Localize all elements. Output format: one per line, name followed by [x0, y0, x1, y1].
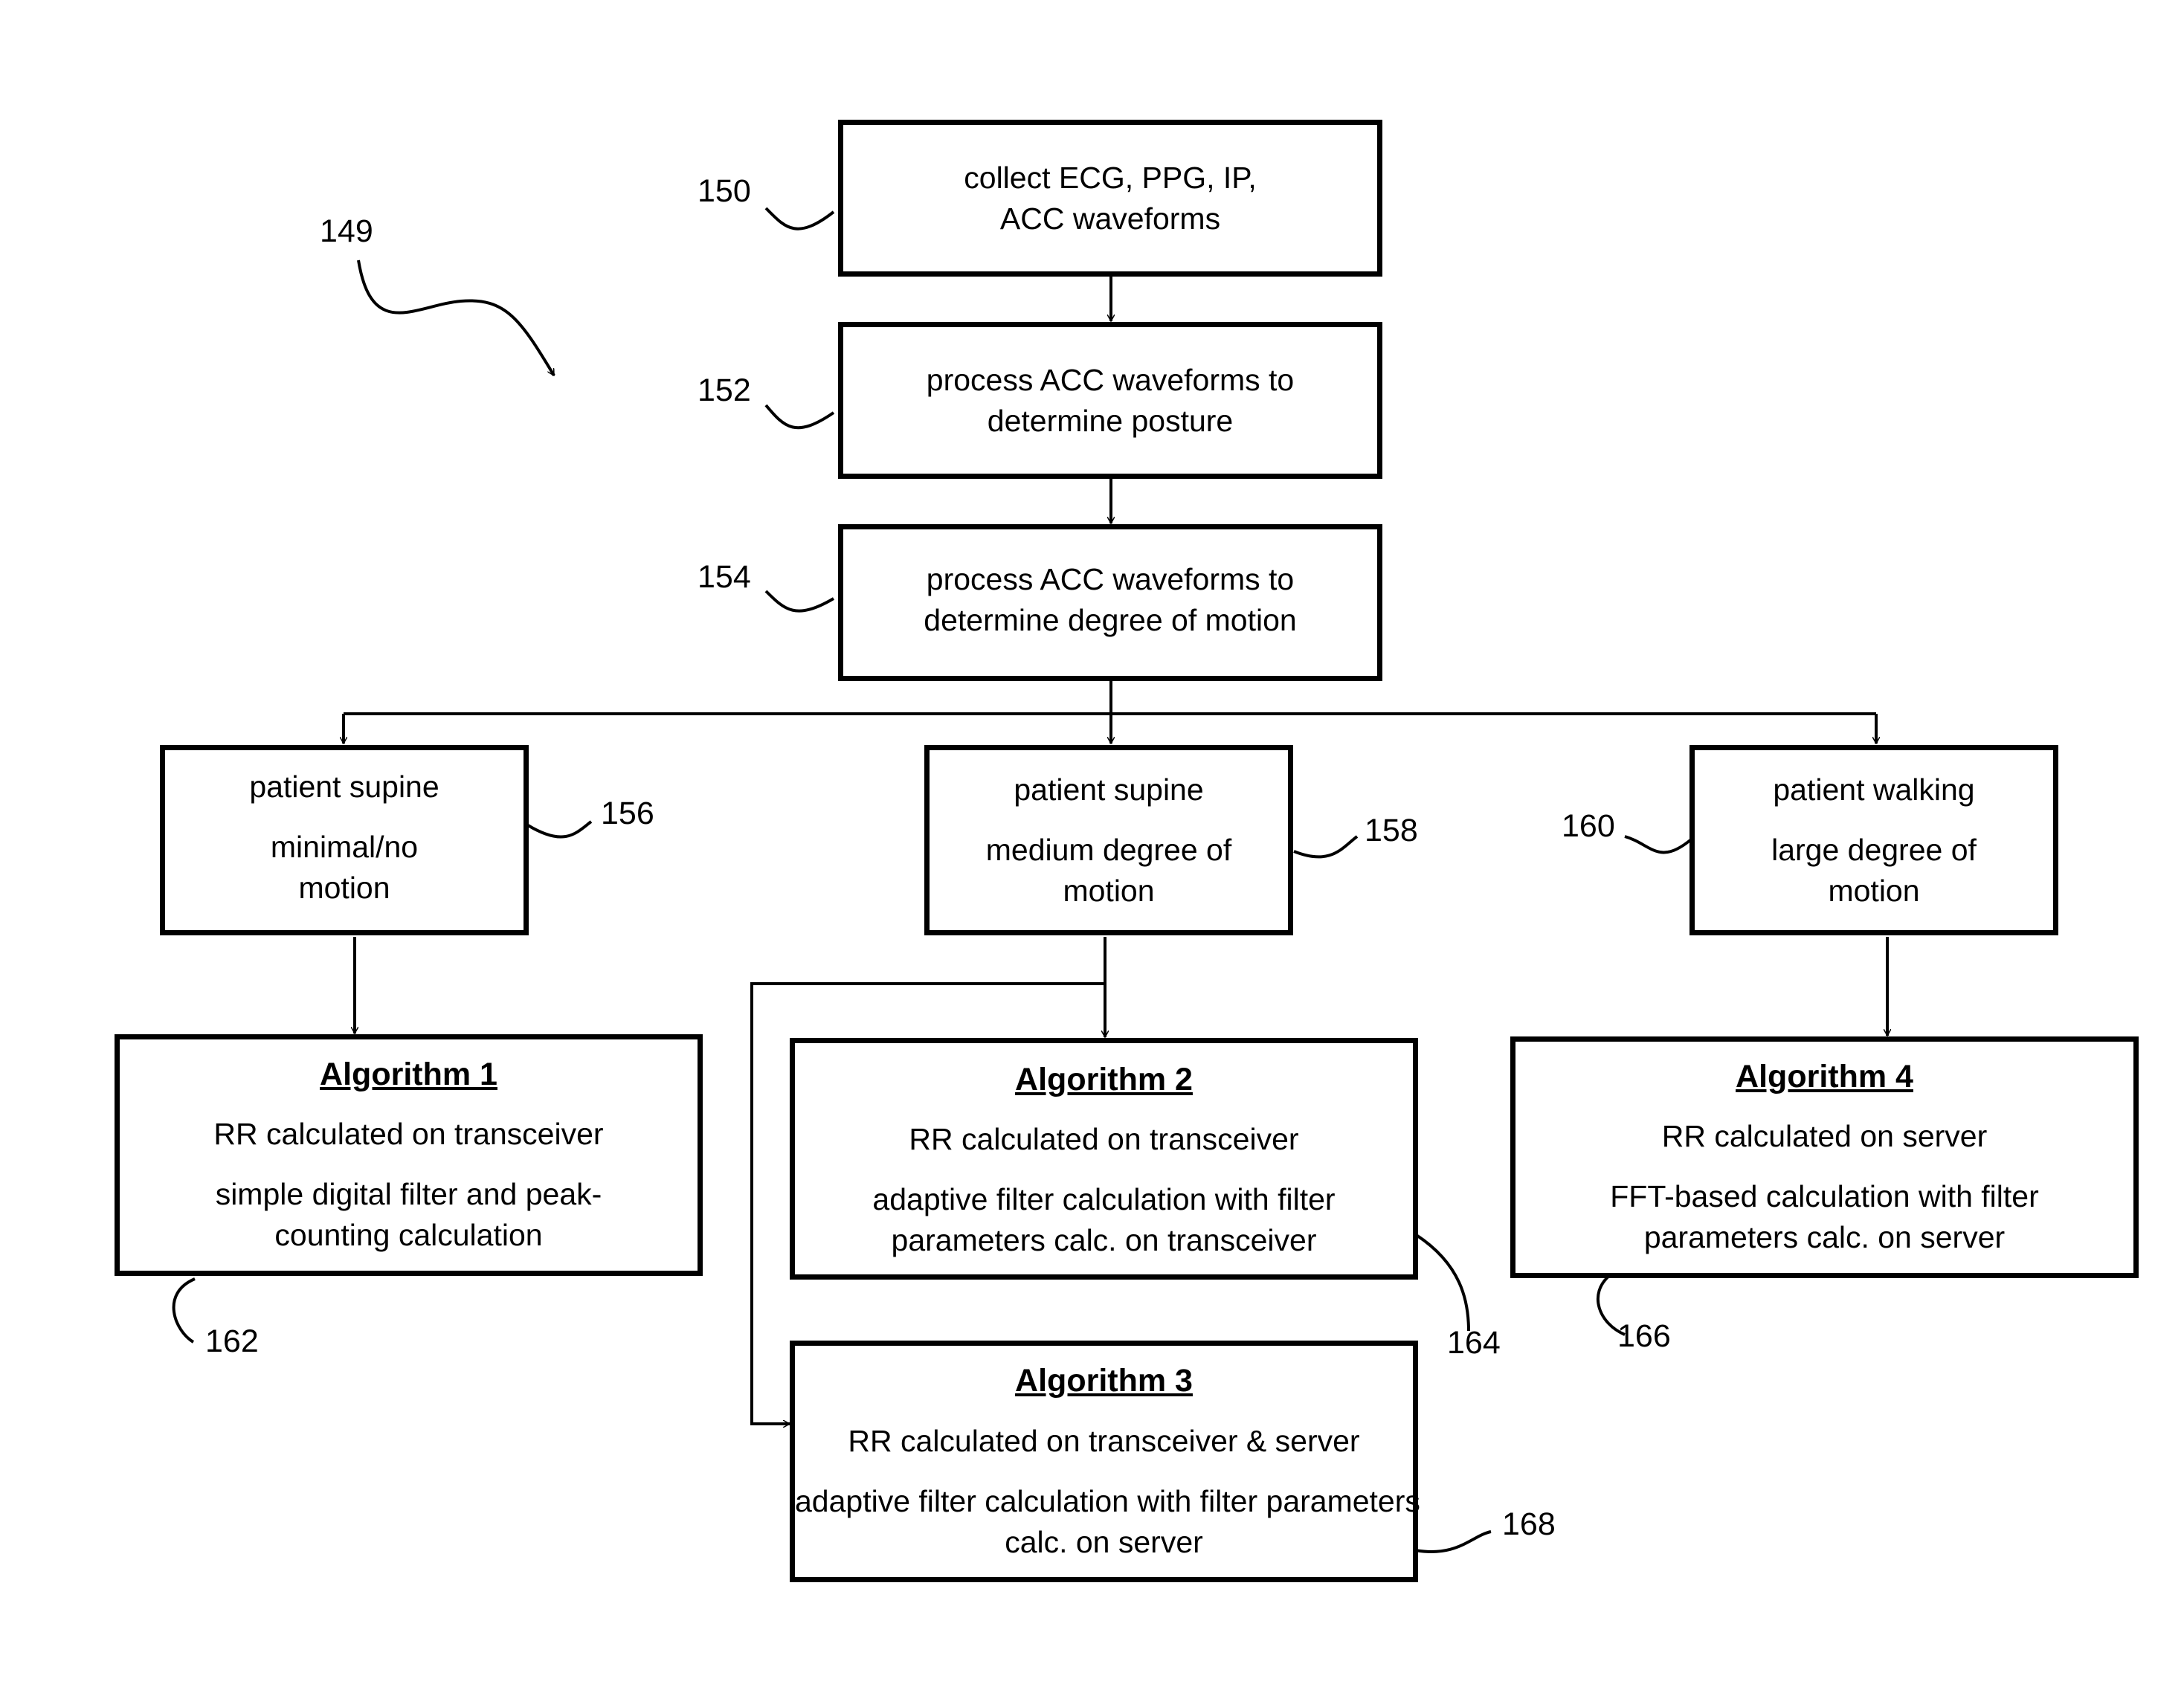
step-text-line: determine degree of motion — [843, 600, 1377, 641]
ref-150: 150 — [698, 172, 751, 210]
state-text-line: minimal/no — [165, 827, 524, 868]
ref-160: 160 — [1562, 807, 1615, 845]
state-title: patient supine — [930, 770, 1288, 810]
ref-168: 168 — [1502, 1506, 1556, 1543]
algorithm-title: Algorithm 2 — [795, 1060, 1413, 1100]
leader-168 — [1415, 1532, 1491, 1552]
leader-164 — [1415, 1234, 1469, 1331]
state-text-line: motion — [930, 871, 1288, 912]
ref-154: 154 — [698, 558, 751, 596]
ref-156: 156 — [601, 795, 654, 832]
algorithm-box-1: Algorithm 1 RR calculated on transceiver… — [115, 1034, 703, 1276]
leader-160 — [1625, 836, 1690, 853]
step-text-line: collect ECG, PPG, IP, — [843, 158, 1377, 199]
ref-166: 166 — [1617, 1318, 1671, 1355]
step-text-line: process ACC waveforms to — [843, 360, 1377, 401]
state-text-line: large degree of — [1695, 830, 2053, 871]
ref-158: 158 — [1365, 812, 1418, 849]
state-title: patient supine — [165, 767, 524, 807]
algorithm-where: RR calculated on transceiver — [795, 1119, 1413, 1160]
algorithm-text-line: parameters calc. on server — [1515, 1217, 2133, 1258]
algorithm-title: Algorithm 1 — [120, 1054, 698, 1095]
leader-162 — [174, 1279, 195, 1342]
algorithm-box-4: Algorithm 4 RR calculated on server FFT-… — [1510, 1036, 2139, 1278]
algorithm-text-line: FFT-based calculation with filter — [1515, 1176, 2133, 1217]
algorithm-title: Algorithm 3 — [795, 1361, 1413, 1402]
ref-149: 149 — [320, 213, 373, 250]
state-box-160: patient walking large degree of motion — [1689, 745, 2058, 935]
algorithm-where: RR calculated on transceiver — [120, 1114, 698, 1155]
algorithm-text-line: parameters calc. on transceiver — [795, 1220, 1413, 1261]
algorithm-where: RR calculated on server — [1515, 1116, 2133, 1157]
state-box-156: patient supine minimal/no motion — [160, 745, 529, 935]
ref-149-curve — [358, 260, 554, 375]
leader-156 — [528, 822, 591, 837]
state-text-line: medium degree of — [930, 830, 1288, 871]
algorithm-box-2: Algorithm 2 RR calculated on transceiver… — [790, 1038, 1418, 1280]
state-text-line: motion — [1695, 871, 2053, 912]
step-text-line: determine posture — [843, 401, 1377, 442]
step-box-154: process ACC waveforms to determine degre… — [838, 524, 1382, 681]
state-box-158: patient supine medium degree of motion — [924, 745, 1293, 935]
algorithm-text-line: adaptive filter calculation with filter … — [795, 1481, 1413, 1522]
algorithm-text-line: simple digital filter and peak- — [120, 1174, 698, 1215]
step-text-line: ACC waveforms — [843, 199, 1377, 239]
algorithm-text-line: calc. on server — [795, 1522, 1413, 1563]
ref-164: 164 — [1447, 1324, 1501, 1361]
leader-154 — [766, 591, 834, 611]
algorithm-text-line: adaptive filter calculation with filter — [795, 1179, 1413, 1220]
state-title: patient walking — [1695, 770, 2053, 810]
algorithm-where: RR calculated on transceiver & server — [795, 1421, 1413, 1462]
step-box-150: collect ECG, PPG, IP, ACC waveforms — [838, 120, 1382, 277]
leader-150 — [766, 208, 834, 229]
algorithm-box-3[interactable]: Algorithm 3 RR calculated on transceiver… — [790, 1341, 1418, 1582]
algorithm-title: Algorithm 4 — [1515, 1057, 2133, 1097]
step-text-line: process ACC waveforms to — [843, 559, 1377, 600]
ref-162: 162 — [205, 1323, 259, 1360]
leader-152 — [766, 405, 834, 428]
leader-158 — [1294, 836, 1357, 857]
algorithm-text-line: counting calculation — [120, 1215, 698, 1256]
ref-152: 152 — [698, 372, 751, 409]
state-text-line: motion — [165, 868, 524, 909]
step-box-152: process ACC waveforms to determine postu… — [838, 322, 1382, 479]
